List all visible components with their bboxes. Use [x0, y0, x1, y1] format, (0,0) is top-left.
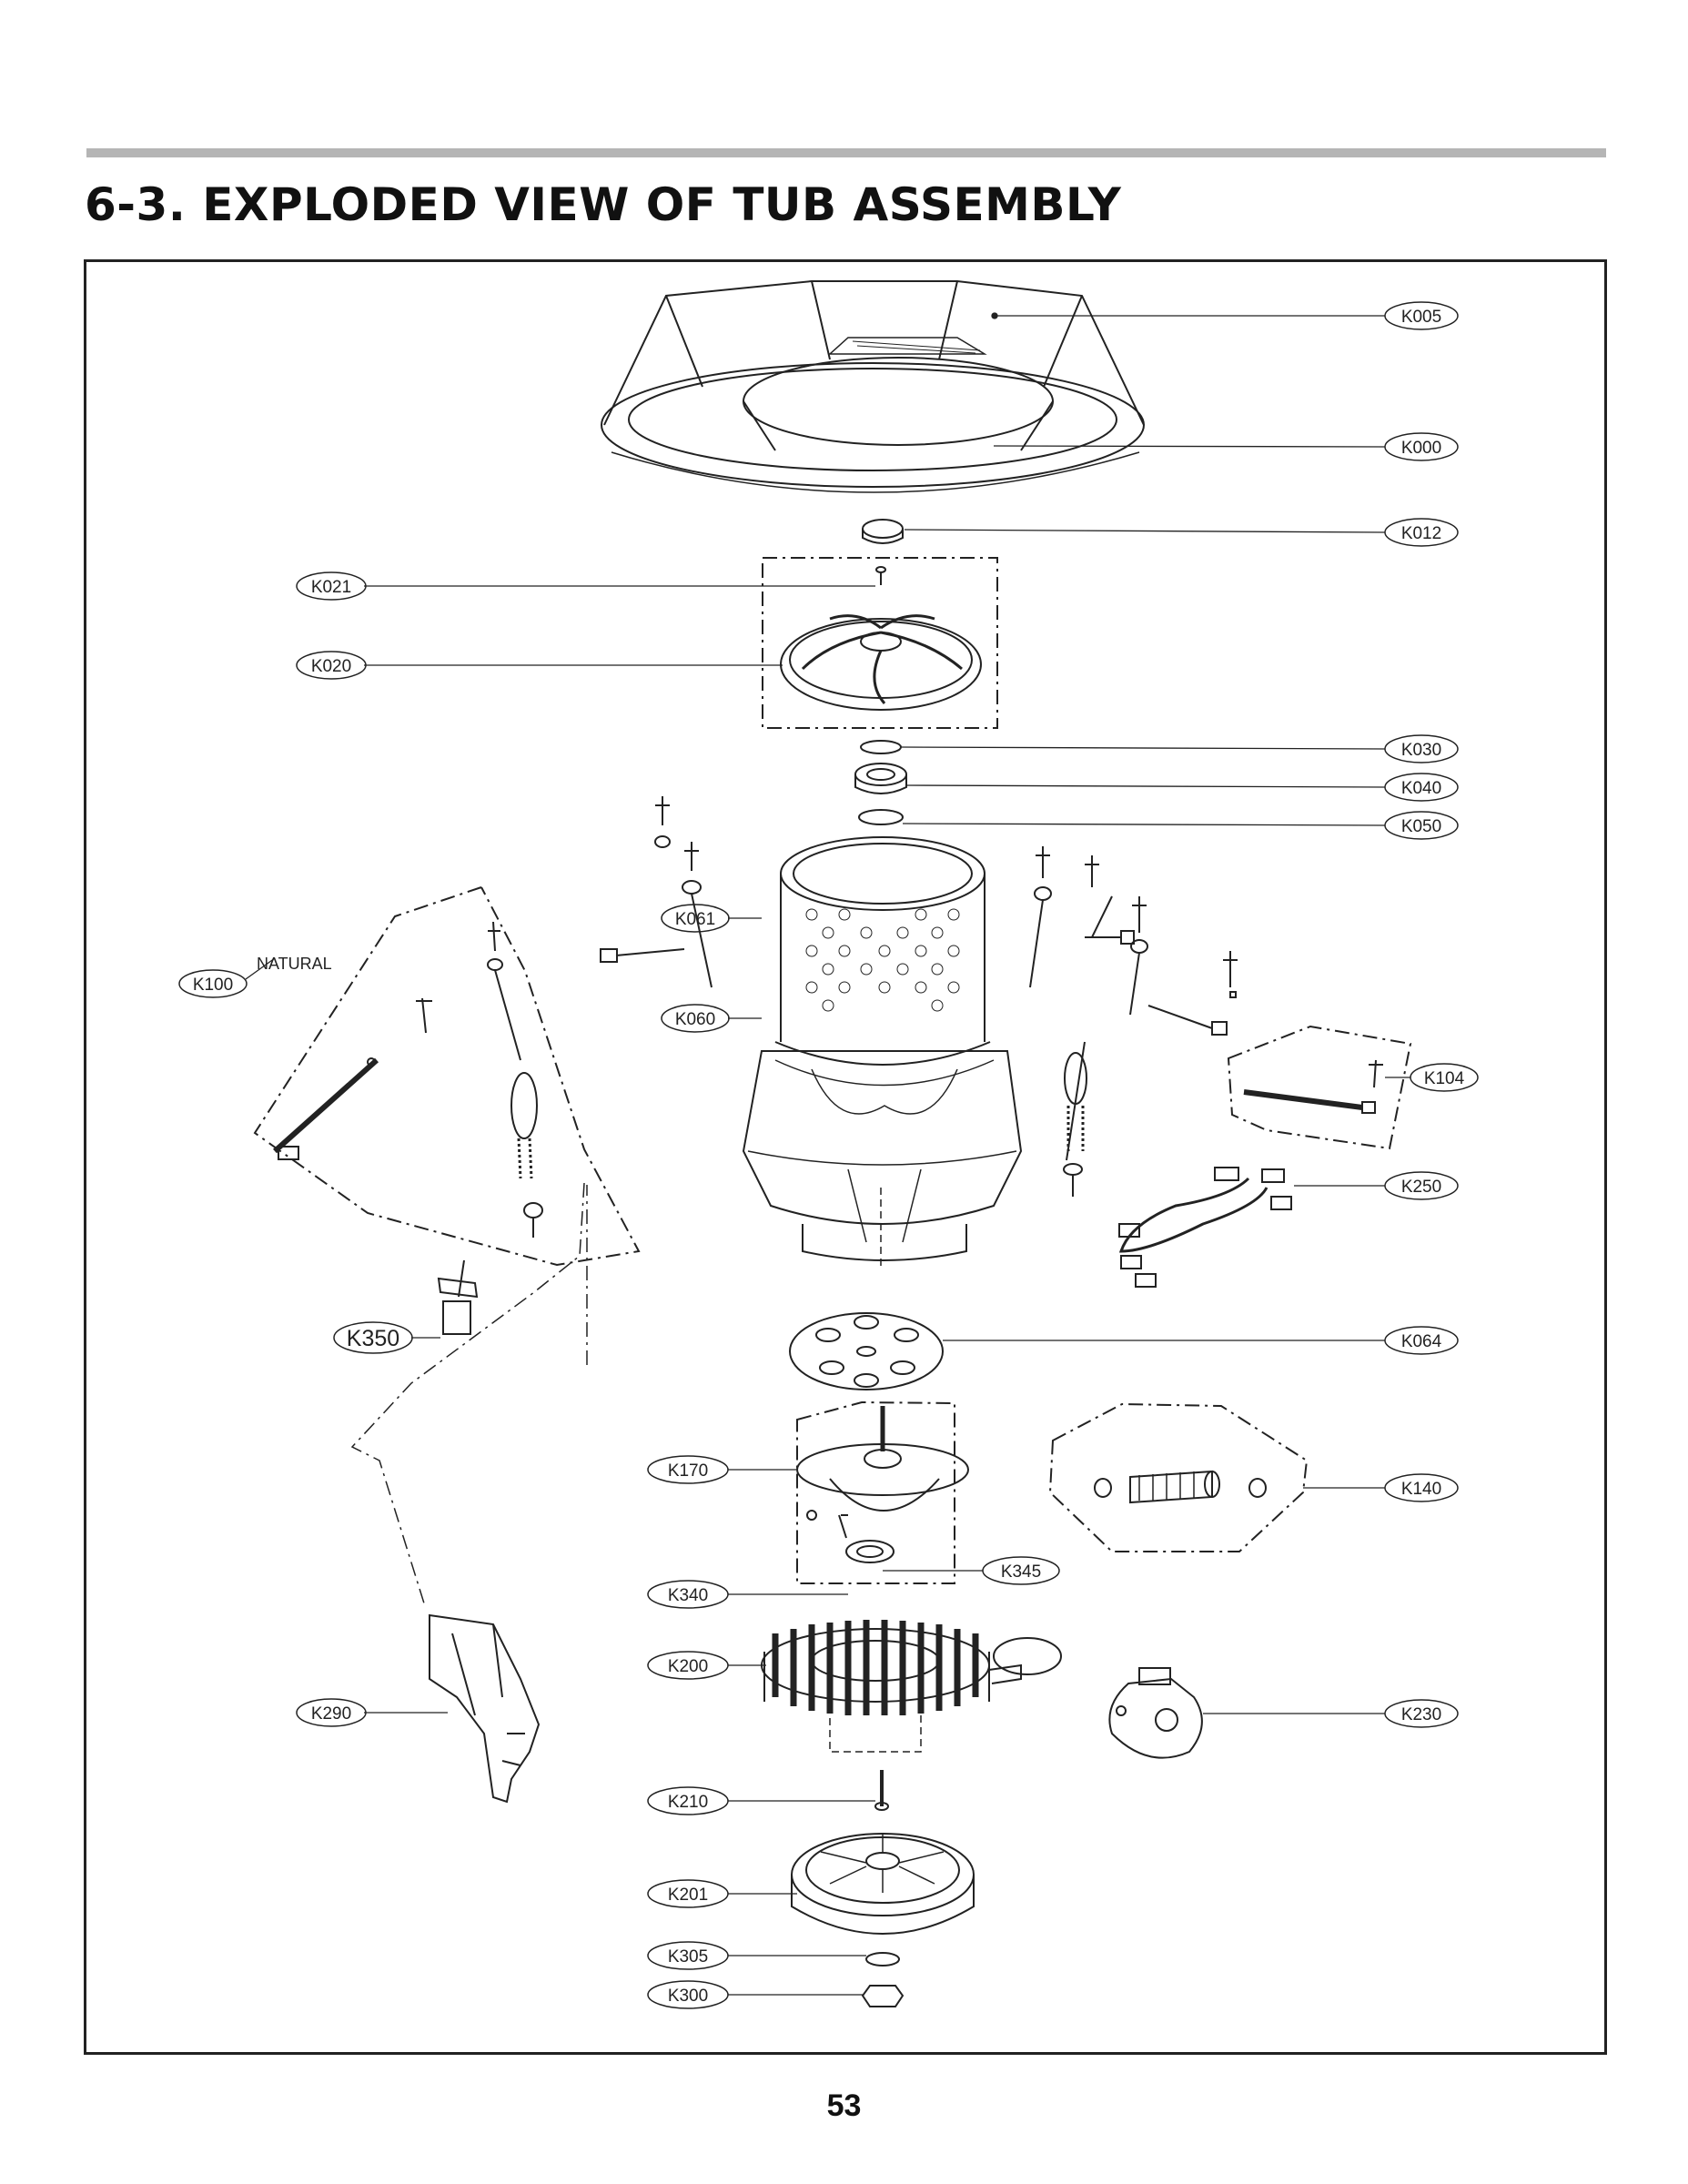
right-damper-part: [1243, 1059, 1383, 1114]
svg-text:K300: K300: [668, 1987, 708, 2006]
header-rule: [86, 148, 1606, 157]
svg-text:K230: K230: [1401, 1705, 1441, 1724]
svg-text:K250: K250: [1401, 1178, 1441, 1197]
page-number: 53: [826, 2088, 862, 2123]
callout-k104: K104: [1410, 1063, 1479, 1092]
callout-k345: K345: [982, 1556, 1060, 1585]
damper-group-outline: [253, 886, 641, 1267]
callout-k021: K021: [296, 571, 367, 601]
natural-note: NATURAL: [257, 955, 332, 973]
svg-text:K005: K005: [1401, 308, 1441, 327]
svg-text:K200: K200: [668, 1657, 708, 1676]
stator-part: [761, 1620, 1022, 1753]
left-suspension-part: [600, 796, 713, 988]
svg-text:K201: K201: [668, 1886, 708, 1905]
callout-k340: K340: [647, 1580, 729, 1609]
drain-motor-part: [1108, 1667, 1203, 1759]
drum-plate-part: [789, 1312, 944, 1390]
callout-k230: K230: [1384, 1699, 1459, 1728]
callout-k250: K250: [1384, 1171, 1459, 1200]
svg-text:K210: K210: [668, 1793, 708, 1812]
callout-k040: K040: [1384, 773, 1459, 802]
hose-group-outline: [1048, 1402, 1309, 1552]
svg-text:NATURAL: NATURAL: [257, 955, 332, 973]
svg-text:K030: K030: [1401, 741, 1441, 760]
leader-line: [350, 1182, 585, 1607]
wash-tub-part: [742, 836, 1023, 1269]
tub-cover-part: [601, 280, 1145, 493]
svg-text:K170: K170: [668, 1461, 708, 1481]
water-level-sensor-part: [437, 1259, 479, 1335]
svg-text:K061: K061: [675, 910, 715, 929]
callout-k305: K305: [647, 1941, 729, 1970]
svg-text:K000: K000: [1401, 439, 1441, 458]
callout-k061: K061: [661, 904, 730, 933]
svg-text:K340: K340: [668, 1586, 708, 1605]
drain-hose-part: [1094, 1470, 1267, 1504]
callout-k000: K000: [1384, 432, 1459, 461]
damper-group-outline-right: [1227, 1025, 1412, 1150]
rotor-part: [791, 1833, 975, 1935]
nut-washer-part: [861, 1952, 905, 2007]
callout-k300: K300: [647, 1980, 729, 2009]
connector-blank: [993, 1637, 1062, 1675]
pulsator-part: [780, 614, 982, 711]
svg-text:K305: K305: [668, 1947, 708, 1967]
wire-harness-part: [1118, 1167, 1292, 1288]
svg-text:K060: K060: [675, 1010, 715, 1029]
left-damper-part: [273, 921, 543, 1238]
svg-text:K100: K100: [193, 976, 233, 995]
svg-text:K012: K012: [1401, 524, 1441, 543]
svg-text:K104: K104: [1424, 1069, 1465, 1088]
rotor-bolt-part: [874, 1770, 889, 1811]
svg-text:K350: K350: [347, 1326, 399, 1351]
callout-k350: K350: [333, 1321, 413, 1354]
callout-k290: K290: [296, 1698, 367, 1727]
callout-k030: K030: [1384, 734, 1459, 763]
callout-k200: K200: [647, 1651, 729, 1680]
svg-text:K345: K345: [1001, 1562, 1041, 1582]
callout-k012: K012: [1384, 518, 1459, 547]
svg-text:K050: K050: [1401, 817, 1441, 836]
svg-text:K020: K020: [311, 657, 351, 676]
svg-text:K021: K021: [311, 578, 351, 597]
callout-k050: K050: [1384, 811, 1459, 840]
callout-k020: K020: [296, 651, 367, 680]
diagram-frame: [84, 259, 1607, 2055]
callout-k100: K100: [178, 969, 248, 998]
callout-k005: K005: [1384, 301, 1459, 330]
callout-k060: K060: [661, 1004, 730, 1033]
callout-k210: K210: [647, 1786, 729, 1815]
leader-lines: [245, 312, 1410, 1996]
callout-k201: K201: [647, 1879, 729, 1908]
svg-text:K040: K040: [1401, 779, 1441, 798]
svg-text:K140: K140: [1401, 1480, 1441, 1499]
callout-k064: K064: [1384, 1326, 1459, 1355]
exploded-view-diagram: NATURAL: [178, 280, 1479, 2009]
hanger-bracket-part: [429, 1613, 541, 1804]
bearing-housing-part: [796, 1406, 969, 1563]
svg-text:K290: K290: [311, 1704, 351, 1724]
page-title: 6-3. EXPLODED VIEW OF TUB ASSEMBLY: [85, 178, 1122, 231]
washer-seal-part: [854, 740, 907, 825]
callout-k170: K170: [647, 1455, 729, 1484]
callout-k140: K140: [1384, 1473, 1459, 1502]
svg-text:K064: K064: [1401, 1332, 1442, 1351]
center-cap-part: [862, 519, 904, 544]
pulsator-screw-part: [875, 566, 886, 585]
right-suspension-part: [1029, 846, 1238, 1197]
